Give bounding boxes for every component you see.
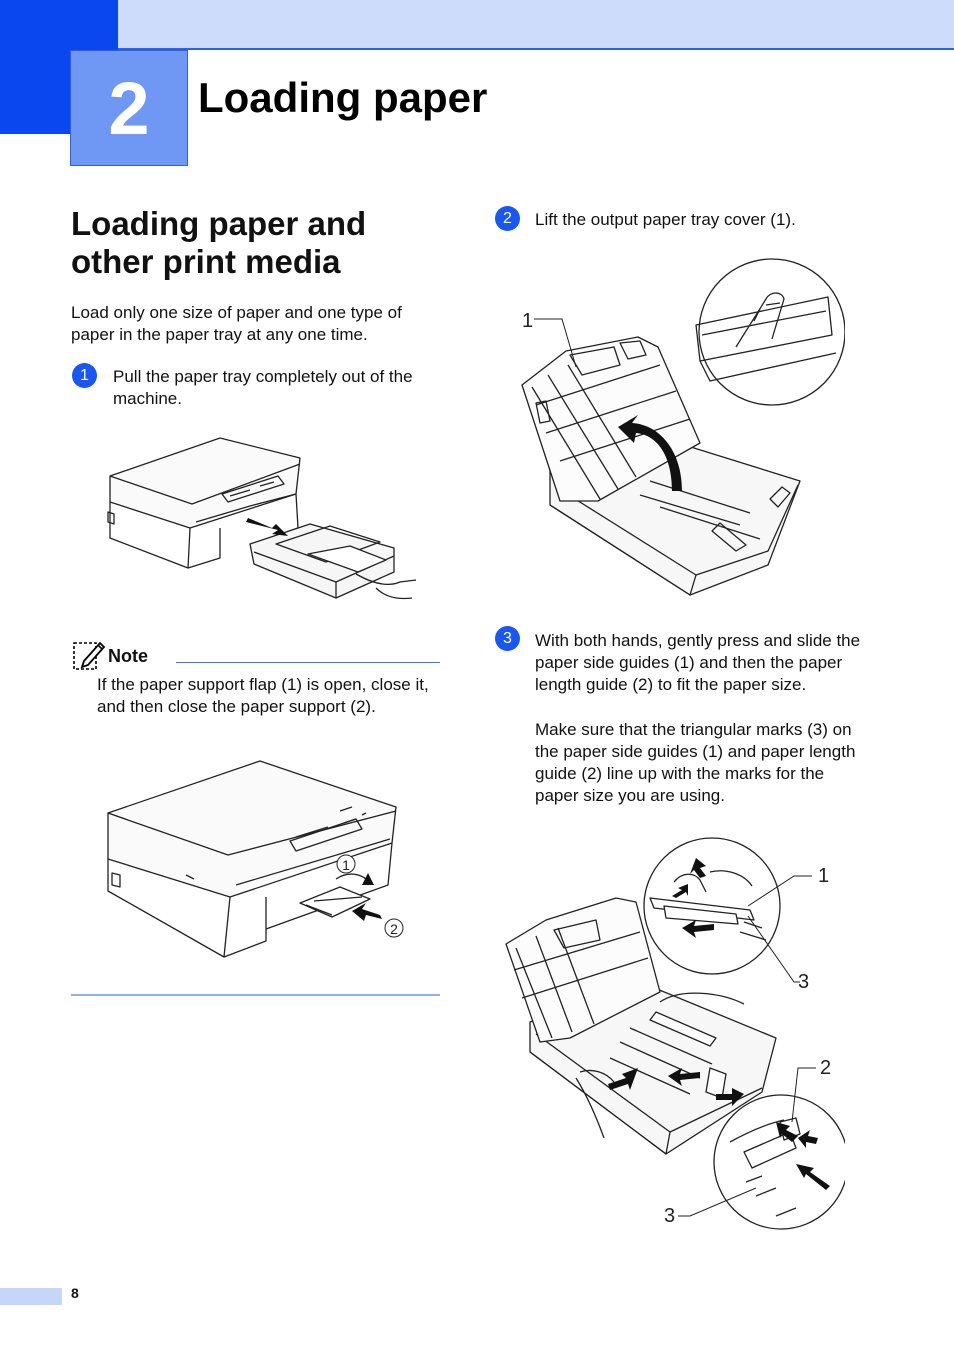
callout-1: 1 bbox=[342, 857, 350, 873]
step-1-text: Pull the paper tray completely out of th… bbox=[113, 367, 413, 408]
step-3-badge: 3 bbox=[495, 626, 520, 651]
step-3-text-continued: Make sure that the triangular marks (3) … bbox=[535, 720, 856, 805]
section-intro: Load only one size of paper and one type… bbox=[71, 303, 402, 344]
note-rule bbox=[176, 662, 440, 663]
step-2-badge: 2 bbox=[495, 206, 520, 231]
callout-3-lower: 3 bbox=[664, 1205, 675, 1227]
note-text: If the paper support flap (1) is open, c… bbox=[97, 675, 429, 716]
callout-3-upper: 3 bbox=[798, 971, 809, 993]
printer-close-support-illustration: 1 2 bbox=[107, 760, 404, 958]
callout-2: 2 bbox=[820, 1057, 831, 1079]
callout-2: 2 bbox=[390, 921, 398, 937]
note-pencil-icon bbox=[73, 641, 106, 670]
header-band bbox=[0, 0, 954, 50]
paper-guides-illustration: 1 3 2 3 bbox=[505, 837, 845, 1230]
step-1-badge: 1 bbox=[72, 363, 97, 388]
chapter-title: Loading paper bbox=[198, 74, 488, 121]
header-rule bbox=[118, 48, 954, 50]
printer-tray-out-illustration bbox=[107, 437, 417, 600]
chapter-number-box: 2 bbox=[70, 50, 188, 166]
note-end-rule bbox=[71, 994, 440, 996]
note-label: Note bbox=[108, 646, 148, 666]
step-3-text: With both hands, gently press and slide … bbox=[535, 631, 861, 694]
callout-1: 1 bbox=[522, 310, 533, 332]
step-2-text: Lift the output paper tray cover (1). bbox=[535, 210, 796, 229]
tray-cover-lift-illustration: 1 bbox=[521, 258, 845, 596]
page-number-bar bbox=[0, 1288, 62, 1305]
callout-1: 1 bbox=[818, 865, 829, 887]
section-title: Loading paper and other print media bbox=[71, 205, 367, 280]
page-number: 8 bbox=[71, 1285, 79, 1301]
